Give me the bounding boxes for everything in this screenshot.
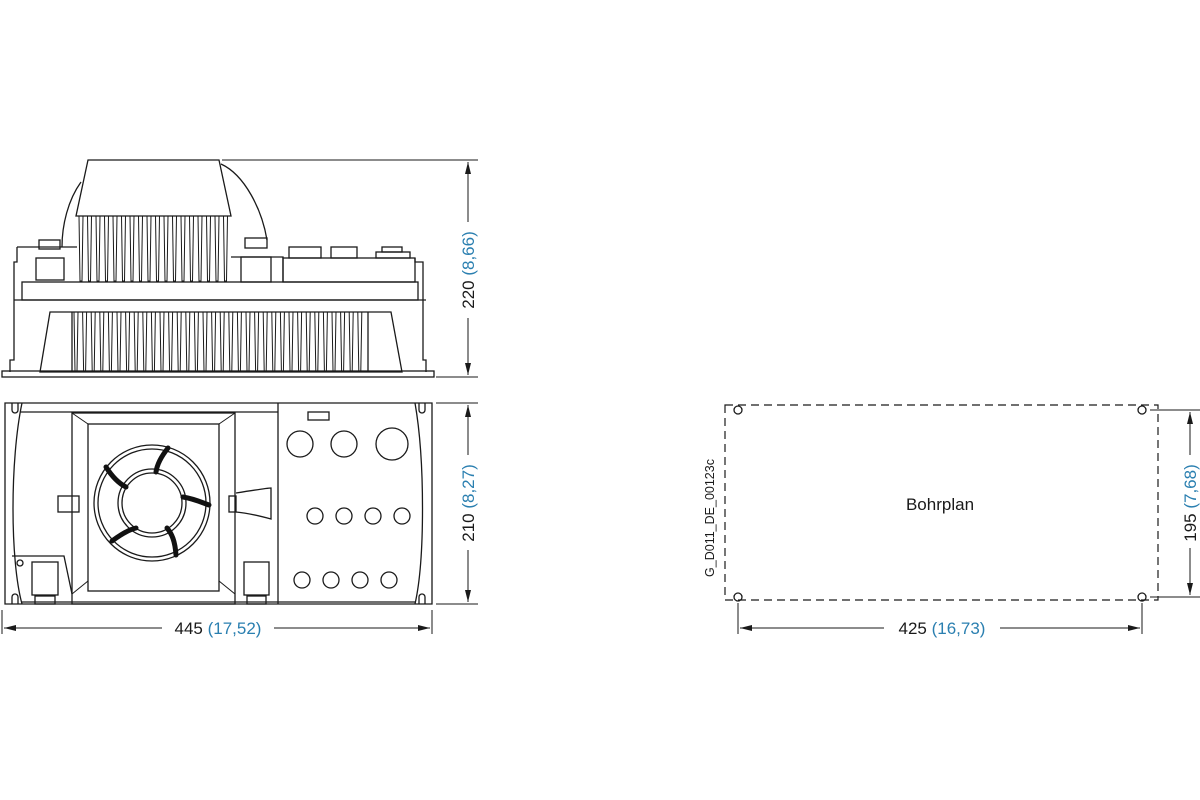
heatsink-fin xyxy=(104,215,109,282)
height-dimension-195: 195 (7,68) xyxy=(1181,464,1200,542)
front-view: 210 (8,27) 445 (17,52) xyxy=(1,402,478,638)
drilling-plan-label: Bohrplan xyxy=(906,495,974,514)
fan-icon xyxy=(93,444,212,562)
heatsink-fin xyxy=(78,215,84,282)
heatsink-fin xyxy=(197,215,203,282)
heatsink-fin xyxy=(180,215,186,282)
heatsink-fin xyxy=(219,311,225,372)
heatsink-fin xyxy=(305,311,311,372)
mounting-slot xyxy=(418,403,426,414)
heatsink-fin xyxy=(228,311,234,372)
base-plate xyxy=(21,281,419,301)
display-window xyxy=(307,411,330,421)
heatsink-fin xyxy=(133,311,139,372)
heatsink-fin xyxy=(168,311,174,372)
heatsink-fin xyxy=(121,215,126,282)
heatsink-fin xyxy=(73,311,79,372)
drill-hole xyxy=(733,405,743,415)
cable-gland-hole xyxy=(380,571,398,589)
heatsink-fin xyxy=(95,215,101,282)
heatsink-fin xyxy=(297,311,303,372)
fan-frame xyxy=(71,412,236,605)
heatsink-fin xyxy=(155,215,160,282)
drill-hole xyxy=(1137,405,1147,415)
width-dimension-425: 425 (16,73) xyxy=(899,619,986,638)
heatsink-fin xyxy=(211,311,217,372)
heatsink-fin xyxy=(223,215,228,282)
heatsink-fin xyxy=(163,215,169,282)
cable-gland-hole xyxy=(306,507,324,525)
heatsink-fin xyxy=(125,311,131,372)
heatsink-fin xyxy=(202,311,208,372)
upper-heatsink-fins xyxy=(78,215,228,282)
drilling-outline xyxy=(724,404,1159,601)
side-view: 220 (8,66) xyxy=(1,159,478,378)
lower-heatsink-fins xyxy=(73,311,363,372)
heatsink-fin xyxy=(90,311,96,372)
heatsink-fin xyxy=(331,311,337,372)
mounting-foot xyxy=(1,370,435,378)
control-housing xyxy=(282,257,416,283)
terminal xyxy=(38,239,61,250)
heatsink-fin xyxy=(99,311,105,372)
right-cover-edge xyxy=(220,163,268,241)
heatsink-fin xyxy=(348,311,354,372)
heatsink-fin xyxy=(107,311,113,372)
heatsink-fin xyxy=(322,311,328,372)
heatsink-fin xyxy=(214,215,220,282)
heatsink-fin xyxy=(245,311,251,372)
heatsink-fin xyxy=(189,215,194,282)
cable-gland-hole xyxy=(335,507,353,525)
terminal xyxy=(240,256,272,283)
terminal xyxy=(244,237,268,249)
mounting-slot xyxy=(418,593,426,604)
cable-gland-hole xyxy=(322,571,340,589)
lower-heatsink-body xyxy=(39,311,403,373)
heatsink-fin xyxy=(262,311,268,372)
height-dimension-210: 210 (8,27) xyxy=(459,464,478,542)
heatsink-fin xyxy=(138,215,143,282)
width-dimension-445: 445 (17,52) xyxy=(175,619,262,638)
heatsink-fin xyxy=(314,311,320,372)
heatsink-fin xyxy=(206,215,211,282)
heatsink-fin xyxy=(172,215,177,282)
heatsink-fin xyxy=(176,311,182,372)
heatsink-fin xyxy=(129,215,135,282)
heatsink-fin xyxy=(159,311,165,372)
heatsink-fin xyxy=(254,311,260,372)
heatsink-fin xyxy=(112,215,118,282)
top-cover xyxy=(75,159,232,217)
left-cover-edge xyxy=(61,181,82,248)
height-dimension-220: 220 (8,66) xyxy=(459,231,478,309)
heatsink-fin xyxy=(193,311,199,372)
heatsink-fin xyxy=(271,311,277,372)
heatsink-fin xyxy=(150,311,156,372)
heatsink-fin xyxy=(236,311,242,372)
terminal xyxy=(35,257,65,281)
cable-gland-hole xyxy=(364,507,382,525)
heatsink-fin xyxy=(142,311,148,372)
mounting-slot xyxy=(11,593,19,604)
drill-hole xyxy=(1137,592,1147,602)
connector xyxy=(288,246,322,259)
drilling-plan: Bohrplan G_D011_DE_00123c 195 (7,68) 425… xyxy=(703,404,1200,638)
mounting-slot xyxy=(11,403,19,414)
heatsink-fin xyxy=(357,311,363,372)
drawing-id: G_D011_DE_00123c xyxy=(703,459,717,577)
connector xyxy=(330,246,358,259)
connector xyxy=(375,251,411,259)
heatsink-fin xyxy=(82,311,88,372)
cable-gland-hole xyxy=(393,507,411,525)
heatsink-fin xyxy=(87,215,92,282)
drill-hole xyxy=(733,592,743,602)
cable-gland-hole xyxy=(293,571,311,589)
heatsink-fin xyxy=(146,215,152,282)
heatsink-fin xyxy=(288,311,294,372)
cable-gland-hole xyxy=(351,571,369,589)
heatsink-fin xyxy=(279,311,285,372)
heatsink-fin xyxy=(340,311,346,372)
heatsink-fin xyxy=(116,311,122,372)
heatsink-fin xyxy=(185,311,191,372)
